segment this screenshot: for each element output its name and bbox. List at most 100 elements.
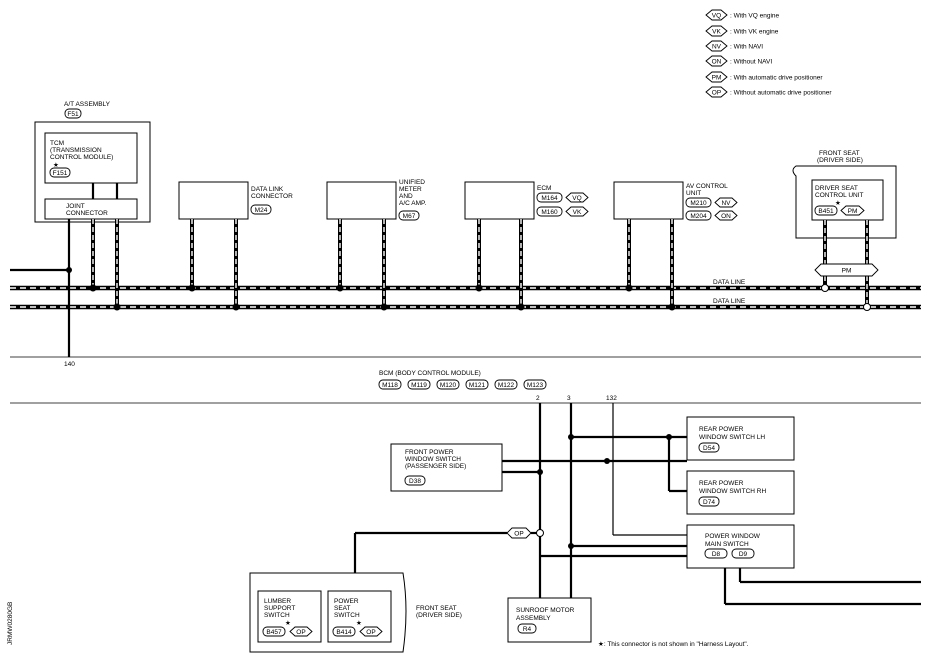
rear-rh-connector: D74	[698, 496, 720, 507]
front-power-window-connector: D38	[404, 475, 426, 486]
lumber-connector: B457	[262, 626, 286, 637]
svg-text:CONTROL MODULE): CONTROL MODULE)	[50, 154, 113, 161]
at-assembly-connector: F51	[64, 108, 82, 119]
lumber-code-op: OP	[289, 626, 313, 637]
unified-meter-can-wires	[338, 219, 386, 307]
svg-text:M121: M121	[469, 382, 486, 389]
av-control-can-wires	[627, 219, 674, 307]
svg-text:(DRIVER SIDE): (DRIVER SIDE)	[416, 612, 462, 619]
svg-text:M24: M24	[255, 207, 268, 214]
svg-text:WINDOW SWITCH RH: WINDOW SWITCH RH	[699, 488, 766, 495]
data-link-label: DATA LINK	[251, 186, 284, 193]
svg-text:SUPPORT: SUPPORT	[264, 605, 295, 612]
av-connector-1: M210	[685, 197, 712, 208]
svg-text:CONNECTOR: CONNECTOR	[66, 210, 108, 217]
av-control-unit-box	[613, 181, 684, 220]
svg-text:WINDOW SWITCH: WINDOW SWITCH	[405, 456, 461, 463]
sunroof-motor-assembly-box	[507, 597, 592, 643]
svg-text:M122: M122	[498, 382, 515, 389]
rear-lh-connector: D54	[698, 442, 720, 453]
ecm-code-vk: VK	[565, 206, 589, 217]
main-switch-connectors: D8 D9	[704, 548, 755, 559]
power-seat-connector: B414	[332, 626, 356, 637]
svg-text:METER: METER	[399, 186, 422, 193]
splice-dots	[89, 284, 871, 311]
svg-text:M164: M164	[541, 195, 558, 202]
lumber-label: LUMBER	[264, 598, 291, 605]
svg-text:B457: B457	[266, 629, 282, 636]
tcm-joint-wires	[91, 183, 119, 199]
svg-text:OP: OP	[712, 90, 721, 97]
svg-text:SWITCH: SWITCH	[264, 612, 290, 619]
pm-tag: PM	[814, 263, 879, 277]
legend-item-op: OP : Without automatic drive positioner	[705, 86, 832, 98]
rear-rh-label: REAR POWER	[699, 480, 744, 487]
svg-text:MAIN SWITCH: MAIN SWITCH	[705, 541, 749, 548]
power-window-main-switch-box	[686, 524, 795, 569]
legend-item-on: ON : Without NAVI	[705, 55, 772, 67]
unified-meter-connector: M67	[398, 210, 420, 221]
svg-text:CONTROL UNIT: CONTROL UNIT	[815, 192, 864, 199]
svg-text:SWITCH: SWITCH	[334, 612, 360, 619]
av-control-label: AV CONTROL	[686, 183, 728, 190]
op-tag: OP	[506, 527, 532, 539]
bcm-connectors: M118 M119 M120 M121 M122 M123	[378, 379, 547, 390]
unified-meter-label: UNIFIED	[399, 179, 425, 186]
front-seat-top-label: FRONT SEAT	[819, 150, 860, 157]
svg-text:: Without NAVI: : Without NAVI	[730, 59, 772, 66]
svg-text:M204: M204	[690, 213, 707, 220]
data-link-connector-box	[178, 181, 249, 220]
svg-text:WINDOW SWITCH LH: WINDOW SWITCH LH	[699, 434, 765, 441]
front-power-window-label: FRONT POWER	[405, 449, 454, 456]
ecm-box	[464, 181, 535, 220]
svg-text:M120: M120	[440, 382, 457, 389]
joint-connector-label: JOINT	[66, 203, 85, 210]
svg-text:SEAT: SEAT	[334, 605, 351, 612]
sunroof-label: SUNROOF MOTOR	[516, 607, 575, 614]
bcm-pin-2: 2	[536, 395, 540, 402]
av-connector-2: M204	[685, 210, 712, 221]
data-link-can-wires	[190, 219, 238, 307]
ecm-code-vq: VQ	[565, 192, 589, 203]
tcm-label: TCM	[50, 140, 64, 147]
svg-text:ASSEMBLY: ASSEMBLY	[516, 615, 551, 622]
av-code-nv: NV	[714, 197, 738, 208]
svg-text:VQ: VQ	[712, 13, 721, 20]
svg-text:F51: F51	[67, 111, 79, 118]
main-switch-label: POWER WINDOW	[705, 533, 761, 540]
svg-text:A/C AMP.: A/C AMP.	[399, 200, 427, 207]
sunroof-connector: R4	[517, 623, 537, 634]
driver-seat-can-wires	[823, 220, 869, 307]
legend-item-pm: PM : With automatic drive positioner	[705, 71, 823, 83]
svg-text:F151: F151	[53, 170, 68, 177]
svg-text:NV: NV	[712, 44, 722, 51]
unified-meter-box	[326, 181, 397, 220]
at-assembly-title: A/T ASSEMBLY	[64, 101, 111, 108]
svg-text:D54: D54	[703, 445, 715, 452]
svg-text:: With VQ engine: : With VQ engine	[730, 13, 780, 20]
svg-text:VK: VK	[573, 209, 582, 216]
ecm-connector-1: M164	[536, 192, 563, 203]
bcm-pin-3: 3	[567, 395, 571, 402]
svg-text:UNIT: UNIT	[686, 190, 701, 197]
svg-text:D74: D74	[703, 499, 715, 506]
legend-item-vq: VQ : With VQ engine	[705, 9, 780, 21]
svg-text:ON: ON	[721, 213, 731, 220]
bcm-title: BCM (BODY CONTROL MODULE)	[379, 370, 481, 377]
svg-text:: Without automatic drive posi: : Without automatic drive positioner	[730, 90, 832, 97]
driver-seat-unit-label: DRIVER SEAT	[815, 185, 858, 192]
driver-seat-code-pm: PM	[840, 205, 865, 216]
svg-text:VK: VK	[712, 29, 721, 36]
svg-text:VQ: VQ	[572, 195, 581, 202]
data-link-connector: M24	[250, 204, 272, 215]
legend: VQ : With VQ engine VK : With VK engine …	[705, 9, 832, 98]
data-line-label-1: DATA LINE	[713, 279, 746, 286]
svg-text:NV: NV	[721, 200, 731, 207]
svg-text:: With VK engine: : With VK engine	[730, 29, 779, 36]
svg-text:ON: ON	[712, 59, 722, 66]
svg-text:M123: M123	[527, 382, 544, 389]
tcm-connector: F151	[49, 167, 71, 178]
bcm-pin-132: 132	[606, 395, 617, 402]
svg-text:★: ★	[285, 619, 291, 627]
svg-text:CONNECTOR: CONNECTOR	[251, 193, 293, 200]
